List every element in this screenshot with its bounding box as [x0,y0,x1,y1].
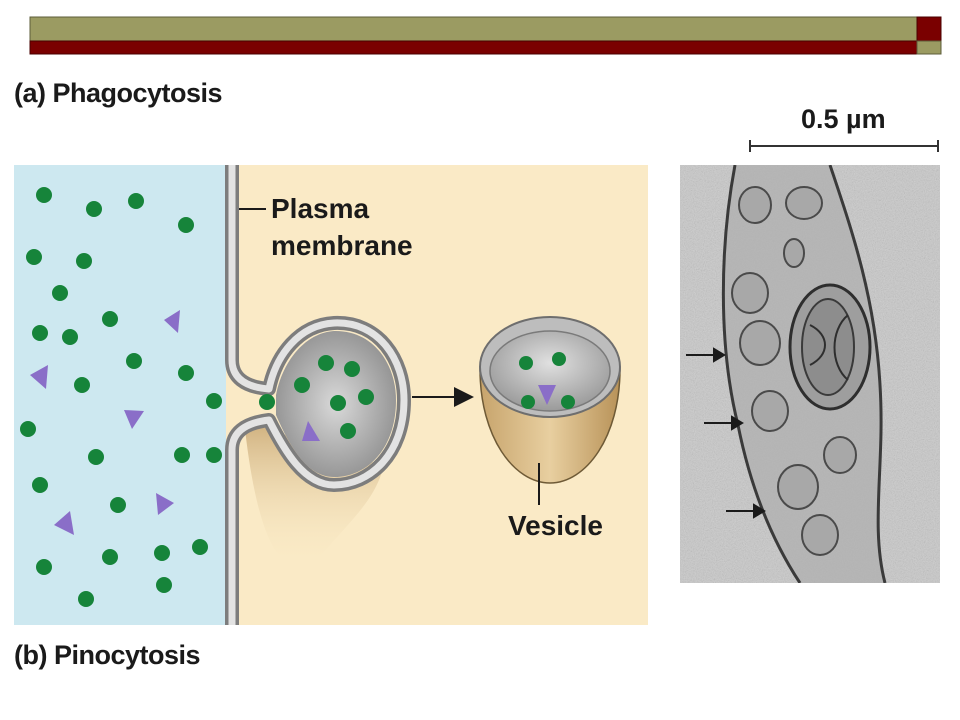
vesicle-profile [751,390,789,432]
plasma-membrane-label-line1: Plasma [271,193,369,224]
particle [74,377,90,393]
caption-phagocytosis: (a) Phagocytosis [14,78,223,108]
particle [52,285,68,301]
header-maroon-bar [29,40,918,55]
particle [561,395,575,409]
solute-triangle [538,385,556,405]
vesicle-profile [731,272,769,314]
particle [32,325,48,341]
particle [294,377,310,393]
cell-membrane-left [721,165,802,583]
solute-triangle [302,421,320,441]
particle [102,311,118,327]
vesicle-profile [783,238,805,268]
particle [174,447,190,463]
particle [126,353,142,369]
caption-pinocytosis: (b) Pinocytosis [14,640,201,670]
cell-membrane-right [828,165,887,583]
particle [344,361,360,377]
particle [154,545,170,561]
particle [102,549,118,565]
particle [20,421,36,437]
header-olive-bar [29,16,918,42]
slide-header-bars [29,16,942,55]
solute-triangle [54,511,74,535]
vesicle-profile [801,514,839,556]
particle [330,395,346,411]
particle [519,356,533,370]
solute-triangle [30,365,48,389]
scale-bar: 0.5 µm [749,104,939,152]
right-arrow-icon-head [731,415,744,431]
vesicle-profile [777,464,819,510]
extracellular-particles [20,187,275,607]
organelle-cristae [809,314,849,381]
particle [32,477,48,493]
pocket-particles [294,355,374,441]
particle [358,389,374,405]
header-maroon-square [916,16,942,42]
vesicle-profile [738,186,772,224]
particle [26,249,42,265]
particle [86,201,102,217]
particle [318,355,334,371]
plasma-membrane-label-line2: membrane [271,230,413,261]
solute-triangle [124,410,144,429]
pinocytosis-diagram: Plasma membrane Vesicle [14,165,648,625]
particle [259,394,275,410]
scale-bar-label: 0.5 µm [801,104,886,134]
vesicle-profile [785,186,823,220]
extracellular-fluid [14,165,226,625]
particle [178,365,194,381]
particle [521,395,535,409]
particle [128,193,144,209]
vesicle-profile [739,320,781,366]
particle [206,447,222,463]
micrograph-arrows [686,347,766,519]
vesicle [479,316,621,484]
particle [88,449,104,465]
particle [110,497,126,513]
micrograph-vesicles [731,186,857,556]
vesicle-label: Vesicle [508,510,603,541]
particle [62,329,78,345]
header-olive-square [916,40,942,55]
particle [36,559,52,575]
particle [156,577,172,593]
particle [178,217,194,233]
right-arrow-icon-head [753,503,766,519]
solute-triangle [156,493,174,515]
extracellular-solutes [30,310,180,535]
particle [78,591,94,607]
vesicle-profile [823,436,857,474]
particle [552,352,566,366]
particle [76,253,92,269]
particle [340,423,356,439]
particle [36,187,52,203]
organelle-inner [801,298,855,396]
particle [192,539,208,555]
right-arrow-icon-head [713,347,726,363]
electron-micrograph [680,165,940,583]
plasma-membrane-highlight [228,165,408,625]
vesicle-lumen [489,330,611,412]
solute-triangle [164,310,180,333]
particle [206,393,222,409]
